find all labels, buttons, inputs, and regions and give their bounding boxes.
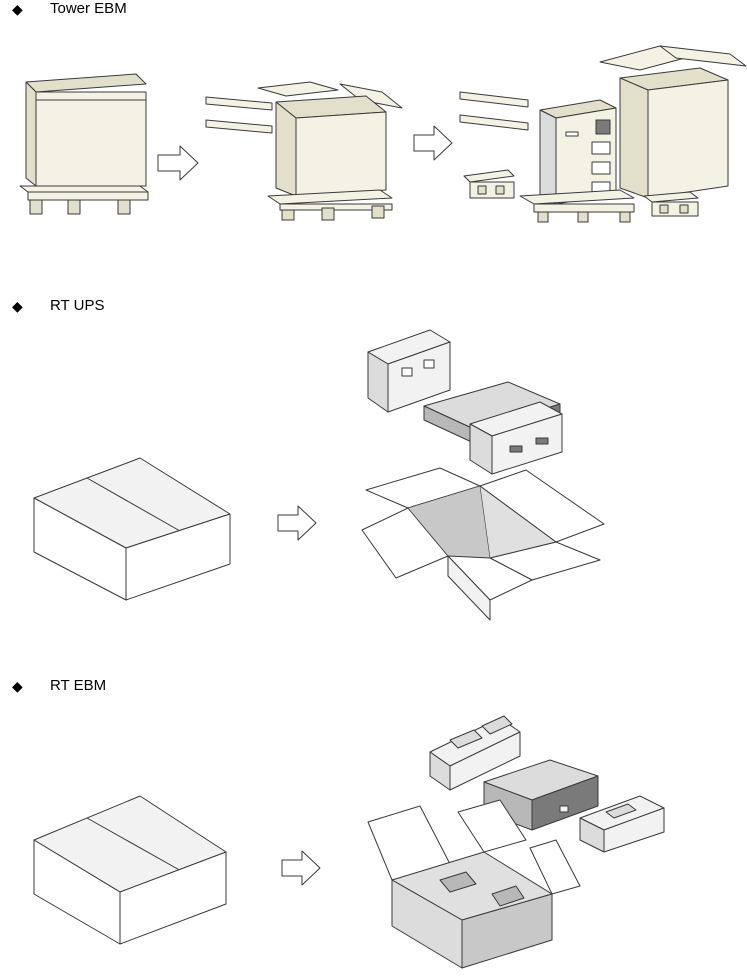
next-step-arrow-icon [281,850,321,886]
tower-unpacked-components [459,45,747,223]
section-title: RT UPS [50,297,105,314]
bullet-diamond-icon: ◆ [12,297,23,314]
rt-ups-closed-carton [33,457,231,601]
next-step-arrow-icon [157,145,199,181]
section-heading-rt-ebm: ◆ RT EBM [12,677,106,694]
section-heading-rt-ups: ◆ RT UPS [12,297,104,314]
rt-ebm-unpacked-components [367,715,665,969]
next-step-arrow-icon [277,505,317,541]
rt-ebm-closed-carton [33,795,227,945]
tower-sealed-carton-on-pallet [19,73,149,215]
rt-ups-opened-carton [361,467,605,621]
section-title: Tower EBM [50,0,127,17]
bullet-diamond-icon: ◆ [12,677,23,694]
next-step-arrow-icon [413,125,453,161]
tower-opened-carton-on-pallet [205,81,403,221]
bullet-diamond-icon: ◆ [12,0,23,17]
rt-ups-unit-with-foam [367,329,563,475]
section-title: RT EBM [50,677,107,694]
section-heading-tower-ebm: ◆ Tower EBM [12,0,127,17]
